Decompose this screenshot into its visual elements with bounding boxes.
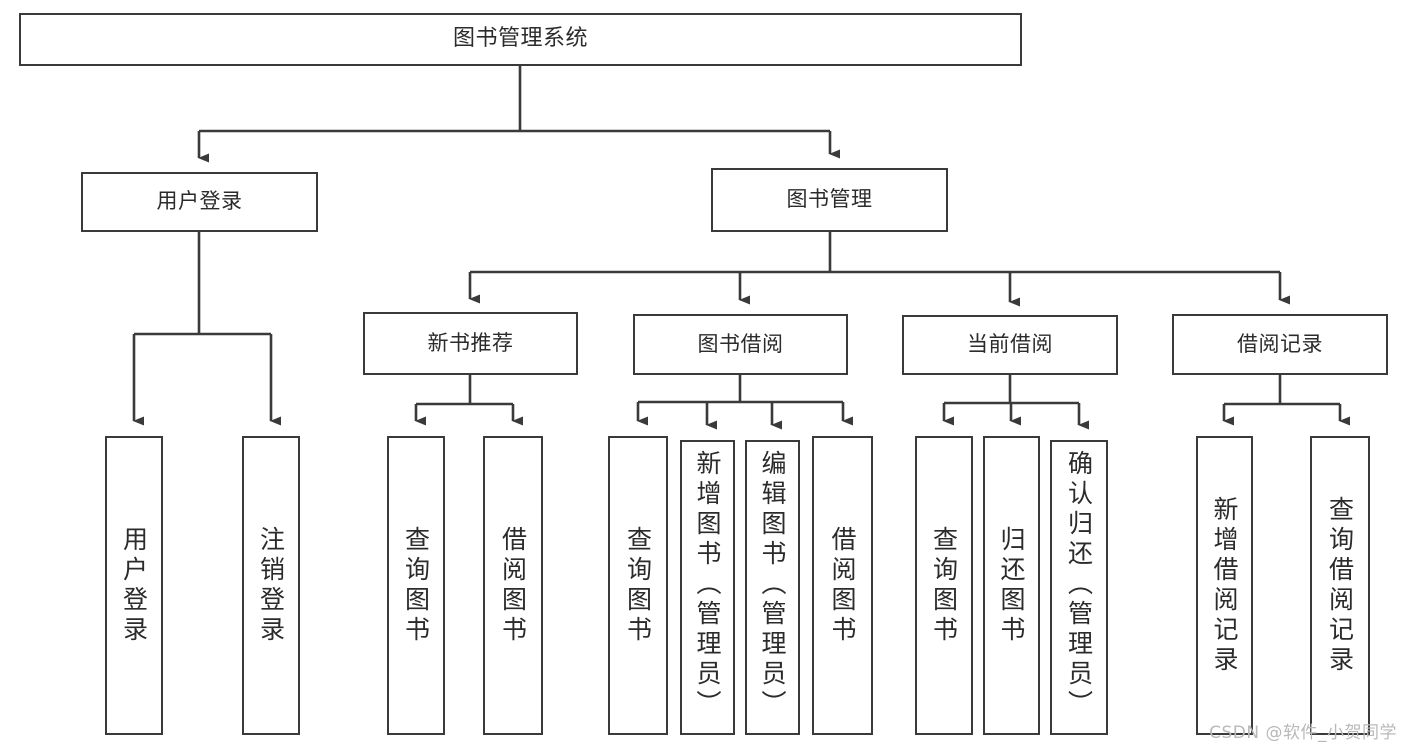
leaf-current-return-books[interactable]: 归还图书 [983,436,1040,735]
leaf-user-login-login[interactable]: 用户登录 [105,436,163,735]
node-label: 图书管理 [786,187,873,212]
leaf-borrow-query-books[interactable]: 查询图书 [608,436,668,735]
csdn-watermark: CSDN @软件_小贺同学 [1209,723,1397,743]
node-label: 新书推荐 [427,330,514,355]
node-label: 查询借阅记录 [1325,495,1355,676]
leaf-borrow-borrow-books[interactable]: 借阅图书 [812,436,873,735]
node-label: 确认归还（管理员） [1064,450,1094,720]
node-book-management[interactable]: 图书管理 [711,168,948,232]
node-label: 借阅记录 [1237,331,1323,356]
node-label: 查询图书 [929,525,959,646]
leaf-records-add-record[interactable]: 新增借阅记录 [1196,436,1253,735]
node-current-borrowing[interactable]: 当前借阅 [902,315,1118,375]
node-label: 注销登录 [256,525,286,646]
node-label: 归还图书 [997,525,1026,646]
leaf-borrow-edit-book-admin[interactable]: 编辑图书（管理员） [745,440,800,735]
leaf-current-query-books[interactable]: 查询图书 [915,436,973,735]
leaf-user-login-logout[interactable]: 注销登录 [242,436,300,735]
leaf-new-book-borrow-books[interactable]: 借阅图书 [483,436,543,735]
node-label: 编辑图书（管理员） [758,450,787,720]
node-user-login[interactable]: 用户登录 [81,172,318,232]
node-label: 查询图书 [623,525,653,646]
node-new-book-recommendation[interactable]: 新书推荐 [363,312,578,375]
leaf-current-confirm-return-admin[interactable]: 确认归还（管理员） [1050,440,1108,735]
node-root-library-system[interactable]: 图书管理系统 [19,13,1022,66]
node-label: 新增借阅记录 [1210,495,1239,676]
node-label: 当前借阅 [967,332,1053,357]
node-label: 用户登录 [119,525,149,646]
node-borrowing-records[interactable]: 借阅记录 [1172,314,1388,375]
node-label: 新增图书（管理员） [693,450,722,720]
node-label: 借阅图书 [498,525,528,646]
leaf-borrow-add-book-admin[interactable]: 新增图书（管理员） [680,440,735,735]
leaf-new-book-query-books[interactable]: 查询图书 [387,436,445,735]
node-book-borrowing[interactable]: 图书借阅 [633,314,848,375]
leaf-records-query-record[interactable]: 查询借阅记录 [1310,436,1370,735]
node-label: 查询图书 [401,525,431,646]
node-label: 借阅图书 [828,525,857,646]
node-label: 图书管理系统 [452,26,588,52]
node-label: 用户登录 [156,189,243,214]
node-label: 图书借阅 [697,331,784,356]
